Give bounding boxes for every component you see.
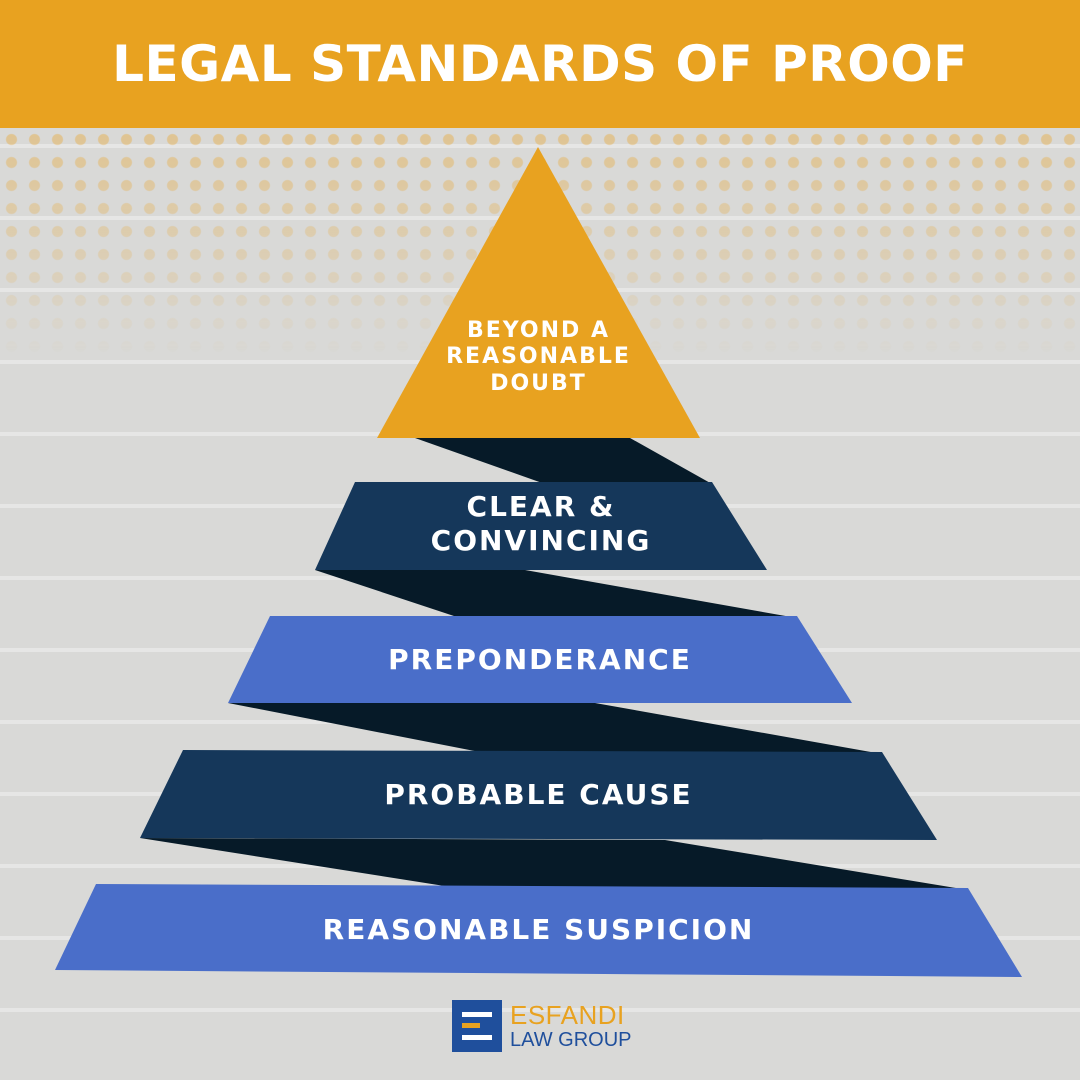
ribbon-fold-2 — [315, 570, 797, 618]
tier-label-line: BEYOND A — [466, 318, 610, 343]
pyramid-tier-4 — [140, 750, 937, 840]
logo-subtitle: LAW GROUP — [510, 1029, 632, 1051]
letter-e-icon — [452, 1000, 502, 1052]
company-logo: ESFANDI LAW GROUP — [452, 1000, 632, 1052]
ribbon-fold-1 — [415, 438, 712, 484]
tier-label-2: CLEAR &CONVINCING — [315, 490, 767, 557]
tier-label-line: REASONABLE — [446, 344, 631, 370]
tier-label-3: PREPONDERANCE — [228, 643, 852, 677]
ribbon-fold-4 — [140, 838, 968, 890]
tier-label-line: DOUBT — [490, 370, 587, 396]
tier-label-line: CLEAR & — [466, 490, 616, 523]
tier-label-line: CONVINCING — [430, 523, 652, 557]
pyramid-tier-1 — [377, 147, 700, 438]
ribbon-fold-3 — [228, 703, 882, 754]
tier-label-line: PREPONDERANCE — [388, 643, 692, 676]
pyramid-tier-2 — [315, 482, 767, 570]
pyramid-tier-3 — [228, 616, 852, 703]
header-banner: LEGAL STANDARDS OF PROOF — [0, 0, 1080, 128]
tier-label-5: REASONABLE SUSPICION — [55, 913, 1022, 947]
tier-label-4: PROBABLE CAUSE — [140, 778, 937, 812]
page-title: LEGAL STANDARDS OF PROOF — [112, 35, 968, 93]
pyramid-tier-5 — [55, 884, 1022, 977]
tier-label-line: REASONABLE SUSPICION — [322, 913, 755, 946]
tier-label-line: PROBABLE CAUSE — [384, 778, 693, 811]
logo-name: ESFANDI — [510, 1000, 625, 1030]
